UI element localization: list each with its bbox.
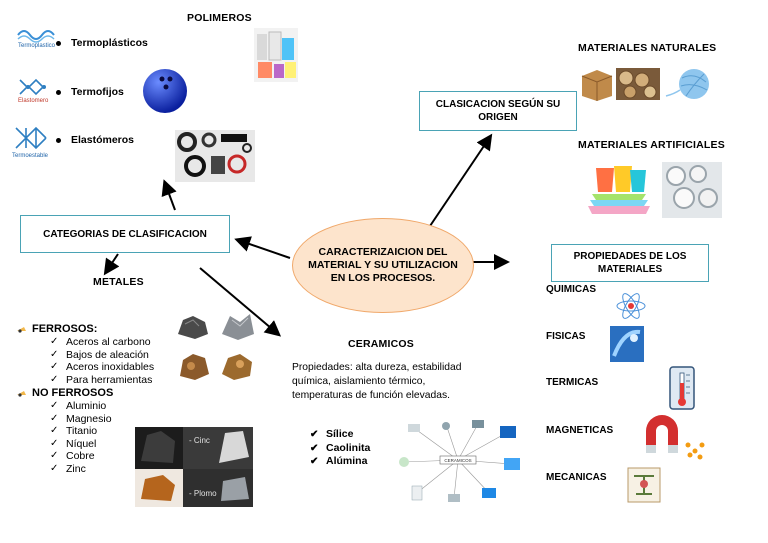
metales-title: METALES: [93, 276, 144, 288]
propiedad-termicas: TERMICAS: [546, 377, 599, 388]
elastomero-caption: Elastomero: [18, 98, 49, 104]
plastic-containers-photo: [254, 28, 298, 82]
arrow-to-metales: [103, 253, 120, 276]
propiedades-box: PROPIEDADES DE LOS MATERIALES: [551, 244, 709, 282]
check-icon: ✓: [50, 450, 59, 462]
list-item: ✓Zinc: [50, 462, 86, 475]
check-icon: ✓: [50, 425, 59, 437]
atom-icon: [614, 290, 648, 322]
bowling-ball-photo: [140, 66, 190, 116]
lamp-icon: [17, 390, 26, 397]
arrow-to-polimeros: [161, 179, 177, 211]
ceramicos-list: ✔Sílice ✔Caolinita ✔Alúmina: [310, 428, 370, 469]
check-icon: ✓: [50, 373, 59, 385]
mechanics-icon: [626, 466, 662, 504]
check-icon: ✓: [50, 462, 59, 474]
rubber-parts-photo: [175, 130, 255, 182]
polimeros-title: POLIMEROS: [187, 12, 252, 24]
artificiales-title: MATERIALES ARTIFICIALES: [578, 139, 725, 151]
propiedad-fisicas: FISICAS: [546, 331, 586, 342]
list-item: ✓Magnesio: [50, 412, 112, 425]
termoestable-caption: Termoestable: [12, 153, 49, 159]
check-icon: ✔: [310, 442, 319, 454]
lamp-icon: [17, 326, 26, 333]
zinc-photo-label: - Cinc: [189, 436, 210, 445]
check-icon: ✓: [50, 361, 59, 373]
polimero-item-termoplasticos: Termoplásticos: [56, 37, 148, 49]
termoestable-icon: Termoestable: [12, 124, 56, 164]
ceramics-applications-diagram: CERAMICOS: [394, 418, 524, 504]
ferrosos-list: ✓Aceros al carbono ✓Bajos de aleación ✓A…: [50, 336, 154, 386]
termoplastico-caption: Termoplastico: [18, 43, 56, 49]
no-ferrosos-heading: NO FERROSOS: [16, 387, 113, 399]
diagram-center-label: CERAMICOS: [444, 458, 471, 463]
magnet-icon: [640, 415, 710, 463]
list-item: ✔Caolinita: [310, 441, 371, 454]
clasificacion-box: CLASICACION SEGÚN SU ORIGEN: [419, 91, 577, 131]
plastic-cups-photo: [584, 162, 654, 218]
ore-photo-4: [220, 350, 254, 382]
list-item: ✔Sílice: [310, 428, 354, 440]
check-icon: ✓: [50, 412, 59, 424]
list-item: ✓Aceros al carbono: [50, 336, 151, 348]
check-icon: ✓: [50, 348, 59, 360]
check-icon: ✔: [310, 429, 319, 440]
ore-photo-1: [175, 312, 211, 342]
list-item: ✓Aceros inoxidables: [50, 361, 155, 374]
lead-photo-label: - Plomo: [189, 489, 217, 498]
propiedad-mecanicas: MECANICAS: [546, 472, 607, 483]
ore-photo-3: [177, 350, 211, 382]
pvc-pipes-photo: [662, 162, 722, 218]
center-ellipse: CARACTERIZAICION DEL MATERIAL Y SU UTILI…: [292, 218, 474, 313]
check-icon: ✓: [50, 437, 59, 449]
ceramicos-description: Propiedades: alta dureza, estabilidad qu…: [292, 362, 462, 401]
list-item: ✓Titanio: [50, 425, 98, 438]
polimero-item-termofijos: Termofijos: [56, 86, 124, 98]
non-ferrous-collage: - Cinc - Plomo: [135, 427, 253, 507]
list-item: ✓Níquel: [50, 437, 97, 450]
termoplastico-icon: Termoplastico: [16, 26, 56, 50]
check-icon: ✔: [310, 456, 319, 467]
propiedad-quimicas: QUIMICAS: [546, 284, 596, 295]
polimero-item-elastomeros: Elastómeros: [56, 134, 134, 146]
check-icon: ✓: [50, 336, 59, 347]
naturales-title: MATERIALES NATURALES: [578, 42, 717, 54]
list-item: ✓Bajos de aleación: [50, 348, 149, 361]
physics-icon: [610, 326, 644, 362]
wool-ball-photo: [664, 66, 714, 104]
thermometer-icon: [668, 365, 696, 411]
wood-logs-photo: [616, 68, 660, 100]
list-item: ✓Cobre: [50, 450, 95, 463]
propiedad-magneticas: MAGNETICAS: [546, 425, 614, 436]
categorias-box: CATEGORIAS DE CLASIFICACION: [20, 215, 230, 253]
arrow-to-clasificacion: [429, 133, 493, 227]
elastomero-icon: Elastomero: [16, 76, 52, 106]
arrow-to-categorias: [234, 236, 291, 259]
check-icon: ✓: [50, 400, 59, 411]
list-item: ✔Alúmina: [310, 455, 368, 467]
cardboard-box-photo: [580, 66, 614, 102]
arrow-to-ceramicos: [199, 267, 282, 337]
no-ferrosos-list: ✓Aluminio ✓Magnesio ✓Titanio ✓Níquel ✓Co…: [50, 400, 112, 476]
list-item: ✓Para herramientas: [50, 373, 153, 386]
ceramicos-title: CERAMICOS: [348, 338, 414, 350]
ferrosos-heading: FERROSOS:: [16, 323, 97, 335]
ore-photo-2: [220, 310, 256, 342]
list-item: ✓Aluminio: [50, 400, 107, 412]
